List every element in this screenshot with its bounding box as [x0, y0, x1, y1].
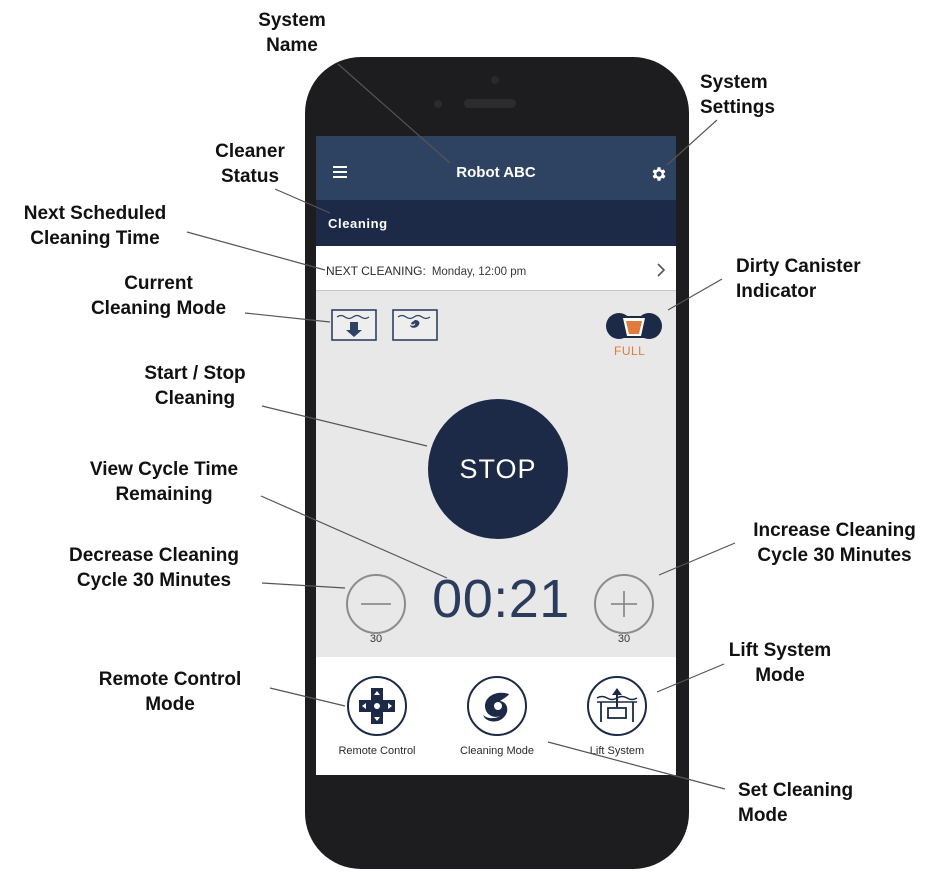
- stop-button[interactable]: STOP: [428, 399, 568, 539]
- annotation-line: Set Cleaning: [738, 780, 854, 801]
- front-sensor: [491, 76, 499, 84]
- annotation-system-name: System Name: [232, 8, 352, 58]
- annotation-decrease: Decrease Cleaning Cycle 30 Minutes: [44, 543, 264, 593]
- cleaner-status-bar: Cleaning: [316, 200, 676, 246]
- waterline-clean-mode-icon[interactable]: [392, 309, 438, 341]
- lift-system-button[interactable]: Lift System: [562, 667, 672, 757]
- front-camera: [434, 100, 442, 108]
- lift-system-label: Lift System: [589, 745, 645, 757]
- annotation-line: Next Scheduled: [23, 203, 167, 224]
- annotation-line: Name: [266, 35, 318, 56]
- annotation-line: Remote Control: [98, 669, 242, 690]
- chevron-right-icon[interactable]: [656, 262, 666, 278]
- lift-system-icon: [596, 688, 638, 722]
- minus-icon: [361, 603, 391, 605]
- cleaning-mode-button[interactable]: Cleaning Mode: [442, 667, 552, 757]
- annotation-line: Settings: [700, 97, 775, 118]
- annotation-increase: Increase Cleaning Cycle 30 Minutes: [732, 518, 937, 568]
- annotation-line: Current: [124, 273, 193, 294]
- lift-system-ring: [587, 676, 647, 736]
- annotation-line: Lift System: [728, 640, 832, 661]
- floor-clean-mode-icon[interactable]: [331, 309, 377, 341]
- annotation-line: Decrease Cleaning: [68, 545, 240, 566]
- decrease-cycle-button[interactable]: [346, 574, 406, 634]
- annotation-line: Mode: [145, 694, 195, 715]
- annotation-dirty-canister: Dirty Canister Indicator: [736, 254, 916, 304]
- annotation-line: Mode: [738, 805, 788, 826]
- stop-label: STOP: [459, 454, 537, 484]
- remote-control-ring: [347, 676, 407, 736]
- next-cleaning-heading: NEXT CLEANING:: [326, 264, 426, 278]
- dpad-icon: [359, 688, 395, 724]
- next-cleaning-row[interactable]: NEXT CLEANING: Monday, 12:00 pm: [316, 246, 676, 291]
- hamburger-menu-icon[interactable]: [333, 166, 347, 178]
- annotation-line: View Cycle Time: [89, 459, 239, 480]
- annotation-lift-mode: Lift System Mode: [710, 638, 850, 688]
- next-cleaning-label: NEXT CLEANING: Monday, 12:00 pm: [326, 264, 526, 278]
- cleaner-status: Cleaning: [328, 216, 388, 231]
- annotation-set-mode: Set Cleaning Mode: [738, 778, 898, 828]
- plus-icon: [611, 591, 637, 617]
- annotation-line: System: [258, 10, 326, 31]
- app-header: Robot ABC: [316, 136, 676, 200]
- annotation-line: Status: [220, 166, 280, 187]
- annotation-line: Indicator: [736, 281, 817, 302]
- bottom-mode-bar: Remote Control Cleaning Mode: [316, 657, 676, 775]
- increase-cycle-button[interactable]: [594, 574, 654, 634]
- earpiece-speaker: [464, 99, 516, 108]
- canister-status: FULL: [614, 344, 646, 358]
- system-name: Robot ABC: [456, 164, 536, 181]
- annotation-line: Cycle 30 Minutes: [76, 570, 232, 591]
- annotation-start-stop: Start / Stop Cleaning: [125, 361, 265, 411]
- remote-control-label: Remote Control: [338, 745, 416, 757]
- canister-full-icon: [606, 313, 662, 339]
- annotation-next-scheduled: Next Scheduled Cleaning Time: [0, 201, 190, 251]
- remote-control-button[interactable]: Remote Control: [322, 667, 432, 757]
- annotation-system-settings: System Settings: [700, 70, 820, 120]
- annotation-line: Remaining: [115, 484, 213, 505]
- next-cleaning-time: Monday, 12:00 pm: [431, 266, 527, 278]
- app-screen: Robot ABC Cleaning NEXT CLEANING: Monday,…: [316, 136, 676, 775]
- cleaning-mode-ring: [467, 676, 527, 736]
- decrease-amount: 30: [369, 633, 383, 645]
- annotation-line: Mode: [755, 665, 805, 686]
- annotation-line: Cleaning Mode: [90, 298, 227, 319]
- gear-icon[interactable]: [650, 165, 668, 183]
- annotation-line: Dirty Canister: [736, 256, 861, 277]
- annotation-line: Increase Cleaning: [753, 520, 916, 541]
- annotation-current-mode: Current Cleaning Mode: [66, 271, 251, 321]
- annotation-line: Cleaning Time: [30, 228, 160, 249]
- annotation-line: Cleaner: [215, 141, 285, 162]
- annotation-cleaner-status: Cleaner Status: [190, 139, 310, 189]
- annotation-remote-mode: Remote Control Mode: [80, 667, 260, 717]
- cleaning-mode-label: Cleaning Mode: [460, 745, 534, 757]
- annotation-line: Start / Stop: [144, 363, 246, 384]
- annotation-line: System: [700, 72, 768, 93]
- annotation-line: Cycle 30 Minutes: [757, 545, 912, 566]
- annotation-view-cycle: View Cycle Time Remaining: [64, 457, 264, 507]
- cyclone-icon: [483, 692, 509, 722]
- increase-amount: 30: [617, 633, 631, 645]
- annotation-line: Cleaning: [154, 388, 236, 409]
- cycle-time-remaining: 00:21: [432, 569, 570, 629]
